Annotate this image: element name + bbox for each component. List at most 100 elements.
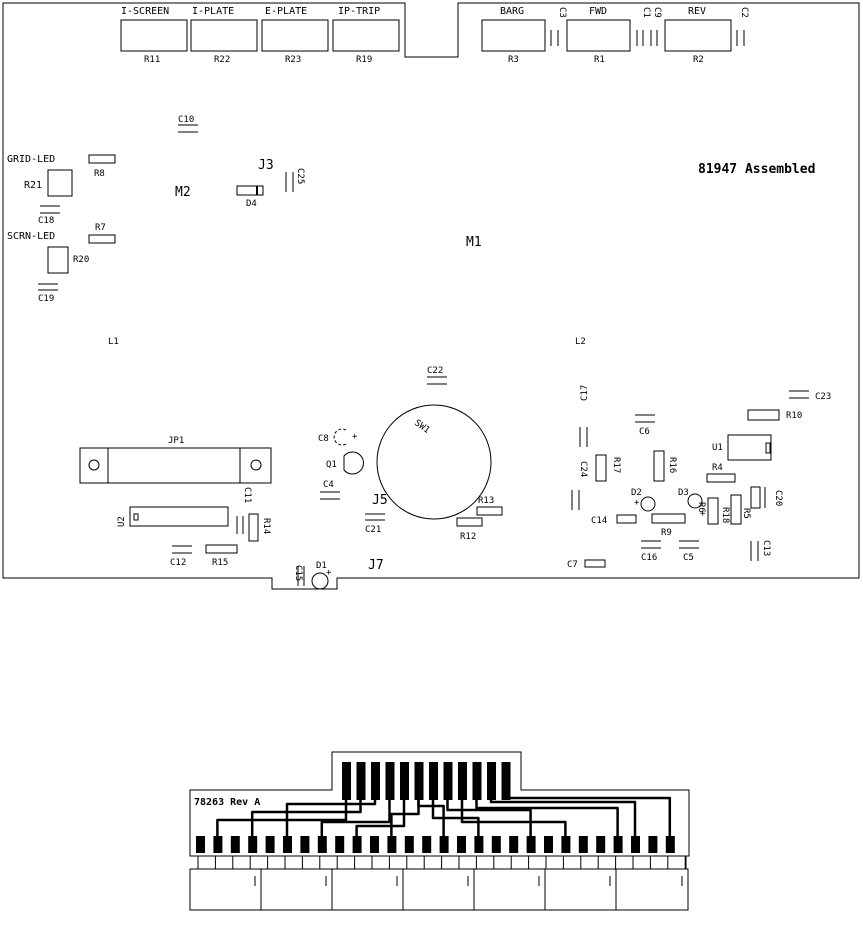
r13-label: R13	[478, 496, 494, 506]
finger-pad	[458, 762, 467, 800]
bottom-pad	[509, 836, 519, 853]
copper-trace	[216, 800, 348, 836]
r4-label: R4	[712, 463, 723, 473]
r18-resistor[interactable]	[707, 497, 719, 525]
q1-transistor[interactable]	[343, 451, 364, 475]
connector-housing[interactable]	[189, 868, 689, 911]
r6-label: R6	[696, 502, 706, 513]
r9-label: R9	[661, 528, 672, 538]
bottom-pad	[265, 836, 275, 853]
svg-text:+: +	[352, 432, 358, 442]
u1-label: U1	[712, 443, 723, 453]
r9-resistor[interactable]	[651, 513, 686, 524]
r15-resistor[interactable]	[205, 544, 238, 554]
connector-e-plate[interactable]	[261, 19, 329, 52]
finger-pad	[371, 762, 380, 800]
connector-i-plate[interactable]	[190, 19, 258, 52]
bottom-pad	[387, 836, 397, 853]
r10-resistor[interactable]	[747, 409, 780, 421]
m1-label: M1	[466, 235, 482, 250]
r7-resistor[interactable]	[88, 234, 116, 244]
c11-label: C11	[242, 487, 252, 503]
bottom-pad	[230, 836, 240, 853]
u2-chip[interactable]	[129, 506, 229, 527]
c16-label: C16	[641, 553, 657, 563]
d3-led[interactable]	[687, 493, 703, 509]
c10-label: C10	[178, 115, 194, 125]
connector-fwd[interactable]	[566, 19, 631, 52]
bottom-pad	[370, 836, 379, 853]
connector-label: I-SCREEN	[121, 6, 169, 17]
bottom-pad	[648, 836, 658, 853]
top-capacitors: C3 C1 C9 C2	[550, 7, 749, 46]
bottom-pad	[422, 836, 432, 853]
c13-label: C13	[761, 540, 771, 556]
c14-label: C14	[591, 516, 607, 526]
connector-rev[interactable]	[664, 19, 732, 52]
r18-label: R18	[720, 507, 730, 523]
d1-led[interactable]	[311, 572, 329, 590]
connector-barg[interactable]	[481, 19, 546, 52]
finger-pad	[414, 762, 424, 800]
l1-label: L1	[108, 337, 119, 347]
l2-label: L2	[575, 337, 586, 347]
r12-label: R12	[460, 532, 476, 542]
r14-resistor[interactable]	[248, 513, 259, 542]
c4-label: C4	[323, 480, 334, 490]
d3-label: D3	[678, 488, 689, 498]
bottom-pad	[596, 836, 606, 853]
r10-label: R10	[786, 411, 802, 421]
r17-resistor[interactable]	[595, 454, 607, 482]
finger-pad	[385, 762, 395, 800]
connector-ref: R19	[356, 55, 372, 65]
r8-resistor[interactable]	[88, 154, 116, 164]
r20-label: R20	[73, 255, 89, 265]
d4-diode[interactable]	[236, 185, 264, 196]
c5-label: C5	[683, 553, 694, 563]
c9-label: C9	[652, 7, 662, 18]
assembly-label: 81947 Assembled	[698, 162, 815, 177]
d2-led[interactable]	[640, 496, 656, 512]
q1-label: Q1	[326, 460, 337, 470]
sw1-switch[interactable]	[376, 404, 492, 520]
r15-label: R15	[212, 558, 228, 568]
r13-resistor[interactable]	[476, 506, 503, 516]
connector-ref: R2	[693, 55, 704, 65]
connector-label: I-PLATE	[192, 6, 234, 17]
bottom-pad	[300, 836, 310, 853]
c14-cap[interactable]	[616, 514, 637, 524]
copper-trace	[489, 800, 637, 836]
connector-ip-trip[interactable]	[332, 19, 400, 52]
connector-ref: R11	[144, 55, 160, 65]
r21-part[interactable]	[47, 169, 73, 197]
jp1-label: JP1	[168, 436, 184, 446]
bottom-pad	[613, 836, 623, 853]
bottom-pad	[196, 836, 205, 853]
connector-i-screen[interactable]	[120, 19, 188, 52]
r16-label: R16	[667, 457, 677, 473]
r12-resistor[interactable]	[456, 517, 483, 527]
board-outline	[2, 2, 860, 590]
r5-resistor[interactable]	[730, 494, 742, 525]
r16-resistor[interactable]	[653, 450, 665, 482]
c12-label: C12	[170, 558, 186, 568]
c8-label: C8	[318, 434, 329, 444]
r20-part[interactable]	[47, 246, 69, 274]
bottom-pad	[457, 836, 466, 853]
copper-trace	[250, 800, 362, 836]
bottom-pad	[491, 836, 501, 853]
scrn-led-label: SCRN-LED	[7, 231, 55, 242]
c6-label: C6	[639, 427, 650, 437]
jp1-jumper[interactable]	[79, 447, 272, 484]
grid-led-label: GRID-LED	[7, 154, 55, 165]
u1-chip[interactable]	[727, 434, 772, 461]
c17-label: C17	[580, 385, 590, 401]
c20-cap[interactable]	[750, 486, 761, 509]
c18-label: C18	[38, 216, 54, 226]
copper-trace	[431, 800, 480, 836]
r4-resistor[interactable]	[706, 473, 736, 483]
finger-pad	[472, 762, 482, 800]
finger-pad	[400, 762, 409, 800]
c7-cap[interactable]	[584, 559, 606, 568]
